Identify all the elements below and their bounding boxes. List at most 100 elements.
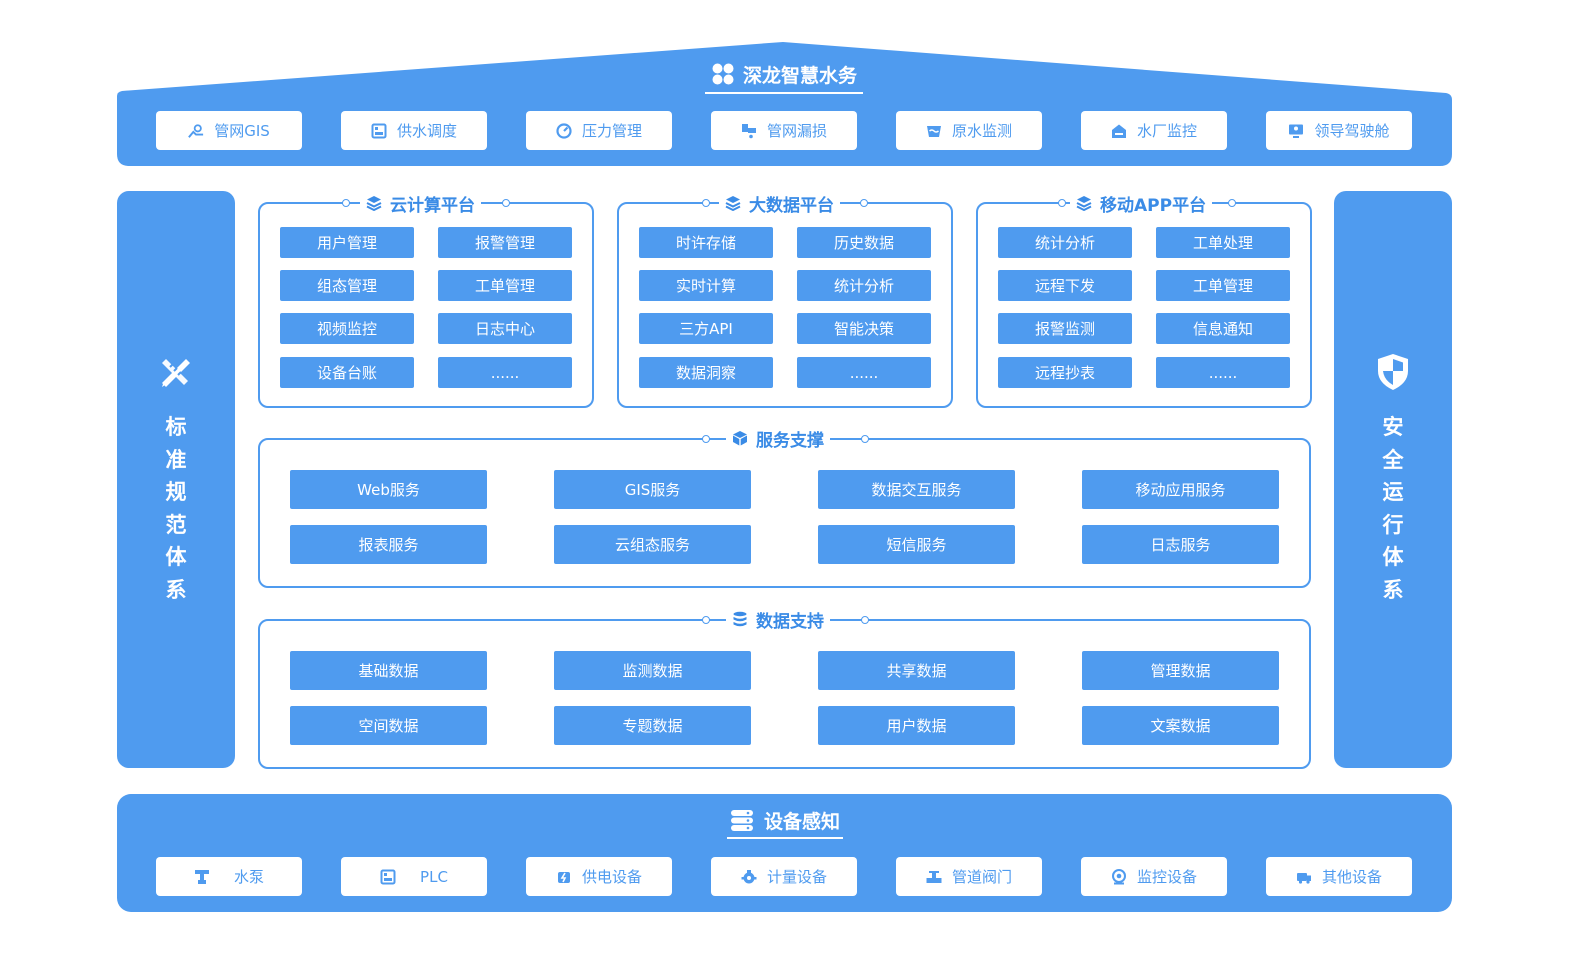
service-item[interactable]: 日志服务 [1082,525,1279,564]
mobile-item[interactable]: 信息通知 [1156,313,1290,344]
bigdata-item[interactable]: 智能决策 [797,313,931,344]
bigdata-item[interactable]: 历史数据 [797,227,931,258]
pillar-char: 系 [165,577,187,602]
standards-pillar-text: 标 准 规 范 体 系 [117,411,235,606]
mobile-item[interactable]: 工单处理 [1156,227,1290,258]
data-item[interactable]: 用户数据 [818,706,1015,745]
layers-icon [725,195,741,211]
panel-title-text: 数据支持 [756,611,824,632]
device-label: 水泵 [233,868,264,886]
bigdata-item[interactable]: 时许存储 [639,227,773,258]
app-button-gis[interactable]: 管网GIS [156,111,302,150]
data-item[interactable]: 专题数据 [554,706,751,745]
app-button-pressure[interactable]: 压力管理 [526,111,672,150]
app-label: 管网漏损 [766,122,827,140]
panel-title-text: 云计算平台 [390,195,475,216]
clover-grid-icon [711,62,735,86]
mobile-item[interactable]: 报警监测 [998,313,1132,344]
mobile-item-more[interactable]: ...... [1156,357,1290,388]
service-item[interactable]: 数据交互服务 [818,470,1015,509]
pillar-char: 规 [165,480,187,504]
title-decoration [502,199,552,207]
ruler-pencil-icon [117,353,235,389]
device-button-camera[interactable]: 监控设备 [1081,857,1227,896]
bigdata-item[interactable]: 实时计算 [639,270,773,301]
pillar-char: 安 [1382,415,1404,439]
service-item[interactable]: Web服务 [290,470,487,509]
title-decoration [861,435,1269,443]
device-label: 其他设备 [1321,868,1382,886]
mobile-item[interactable]: 工单管理 [1156,270,1290,301]
pump-icon [194,869,210,885]
title-decoration [860,199,910,207]
bigdata-item[interactable]: 三方API [639,313,773,344]
data-item[interactable]: 共享数据 [818,651,1015,690]
cloud-item[interactable]: 视频监控 [280,313,414,344]
system-title-text: 深龙智慧水务 [742,64,857,87]
power-plug-icon [556,869,572,885]
data-item[interactable]: 文案数据 [1082,706,1279,745]
mobile-item[interactable]: 远程抄表 [998,357,1132,388]
layers-icon [366,195,382,211]
panel-title-text: 移动APP平台 [1100,195,1207,216]
system-title: 深龙智慧水务 [705,60,863,94]
app-button-raw-water[interactable]: 原水监测 [896,111,1042,150]
device-button-plc[interactable]: PLC [341,857,487,896]
pillar-char: 范 [165,512,187,537]
app-button-dispatch[interactable]: 供水调度 [341,111,487,150]
cloud-item[interactable]: 工单管理 [438,270,572,301]
data-item[interactable]: 基础数据 [290,651,487,690]
data-item[interactable]: 空间数据 [290,706,487,745]
app-button-leakage[interactable]: 管网漏损 [711,111,857,150]
service-item[interactable]: 短信服务 [818,525,1015,564]
cloud-item[interactable]: 用户管理 [280,227,414,258]
data-support-title: 数据支持 [726,607,830,632]
factory-home-icon [1111,123,1127,139]
cloud-item[interactable]: 组态管理 [280,270,414,301]
server-stack-icon [730,808,754,832]
device-button-power[interactable]: 供电设备 [526,857,672,896]
cloud-item[interactable]: 设备台账 [280,357,414,388]
title-decoration [300,616,710,624]
app-button-cockpit[interactable]: 领导驾驶舱 [1266,111,1412,150]
pillar-char: 全 [1382,447,1404,472]
monitor-user-icon [1288,123,1304,139]
device-truck-icon [1296,869,1312,885]
bigdata-item[interactable]: 统计分析 [797,270,931,301]
standards-pillar: 标 准 规 范 体 系 [117,191,235,768]
cloud-item[interactable]: 日志中心 [438,313,572,344]
panel-title-text: 服务支撑 [756,430,824,451]
app-label: 供水调度 [396,122,457,140]
device-label: 计量设备 [766,868,827,886]
device-button-valve[interactable]: 管道阀门 [896,857,1042,896]
app-button-plant[interactable]: 水厂监控 [1081,111,1227,150]
service-item[interactable]: 云组态服务 [554,525,751,564]
data-item[interactable]: 管理数据 [1082,651,1279,690]
database-icon [732,611,748,627]
bigdata-item[interactable]: 数据洞察 [639,357,773,388]
map-pin-user-icon [188,123,204,139]
service-item[interactable]: 移动应用服务 [1082,470,1279,509]
data-item[interactable]: 监测数据 [554,651,751,690]
cloud-item[interactable]: 报警管理 [438,227,572,258]
service-item[interactable]: GIS服务 [554,470,751,509]
device-label: 监控设备 [1136,868,1197,886]
device-button-other[interactable]: 其他设备 [1266,857,1412,896]
mobile-item[interactable]: 统计分析 [998,227,1132,258]
pillar-char: 标 [165,415,187,439]
panel-title-text: 大数据平台 [749,195,834,216]
bigdata-item-more[interactable]: ...... [797,357,931,388]
device-button-pump[interactable]: 水泵 [156,857,302,896]
cloud-platform-title: 云计算平台 [360,191,481,216]
leak-pipe-icon [741,123,757,139]
data-support-panel [258,619,1311,769]
pillar-char: 体 [165,545,187,569]
mobile-item[interactable]: 远程下发 [998,270,1132,301]
cloud-item-more[interactable]: ...... [438,357,572,388]
device-button-meter[interactable]: 计量设备 [711,857,857,896]
app-label: 原水监测 [951,122,1012,140]
device-perception-title: 设备感知 [727,803,843,839]
app-label: 压力管理 [581,122,642,140]
service-item[interactable]: 报表服务 [290,525,487,564]
plc-board-icon [380,869,396,885]
